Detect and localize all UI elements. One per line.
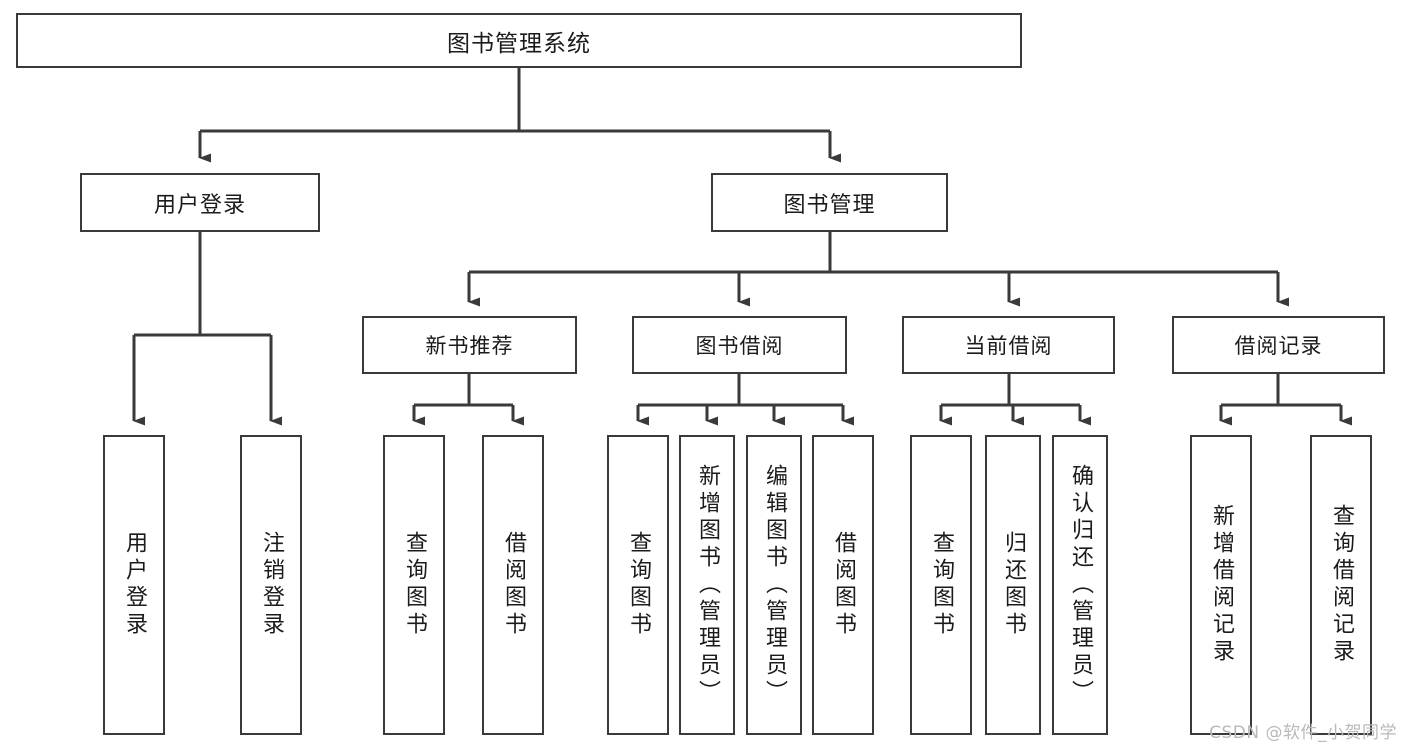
node-level1-1: 图书管理 <box>711 173 948 232</box>
node-leaf-5: 新增图书（管理员） <box>679 435 735 735</box>
node-label: 当前借阅 <box>964 334 1053 358</box>
node-label: 用户登录 <box>122 531 147 639</box>
node-label: 新书推荐 <box>425 334 514 358</box>
node-label: 查询图书 <box>929 531 954 639</box>
watermark: CSDN @软件_小贺同学 <box>1209 723 1397 743</box>
node-leaf-1: 注销登录 <box>240 435 302 735</box>
node-label: 图书管理系统 <box>447 30 591 57</box>
node-label: 用户登录 <box>153 192 246 218</box>
node-level2-2: 当前借阅 <box>902 316 1115 374</box>
node-leaf-6: 编辑图书（管理员） <box>746 435 802 735</box>
node-label: 图书借阅 <box>695 334 784 358</box>
node-leaf-3: 借阅图书 <box>482 435 544 735</box>
node-level2-1: 图书借阅 <box>632 316 847 374</box>
node-label: 归还图书 <box>1001 531 1026 639</box>
node-leaf-8: 查询图书 <box>910 435 972 735</box>
node-level2-3: 借阅记录 <box>1172 316 1385 374</box>
node-leaf-9: 归还图书 <box>985 435 1041 735</box>
node-level1-0: 用户登录 <box>80 173 320 232</box>
node-level2-0: 新书推荐 <box>362 316 577 374</box>
node-label: 编辑图书（管理员） <box>762 463 787 707</box>
node-label: 确认归还（管理员） <box>1068 463 1093 707</box>
node-label: 图书管理 <box>783 192 876 218</box>
node-leaf-2: 查询图书 <box>383 435 445 735</box>
node-label: 新增图书（管理员） <box>695 463 720 707</box>
node-label: 查询图书 <box>402 531 427 639</box>
node-label: 借阅图书 <box>501 531 526 639</box>
node-label: 查询图书 <box>626 531 651 639</box>
node-label: 借阅图书 <box>831 531 856 639</box>
node-leaf-10: 确认归还（管理员） <box>1052 435 1108 735</box>
node-leaf-4: 查询图书 <box>607 435 669 735</box>
node-leaf-0: 用户登录 <box>103 435 165 735</box>
node-leaf-12: 查询借阅记录 <box>1310 435 1372 735</box>
node-label: 查询借阅记录 <box>1329 504 1354 666</box>
node-leaf-7: 借阅图书 <box>812 435 874 735</box>
node-label: 注销登录 <box>259 531 284 639</box>
node-leaf-11: 新增借阅记录 <box>1190 435 1252 735</box>
node-label: 借阅记录 <box>1234 334 1323 358</box>
node-label: 新增借阅记录 <box>1209 504 1234 666</box>
node-root: 图书管理系统 <box>16 13 1022 68</box>
